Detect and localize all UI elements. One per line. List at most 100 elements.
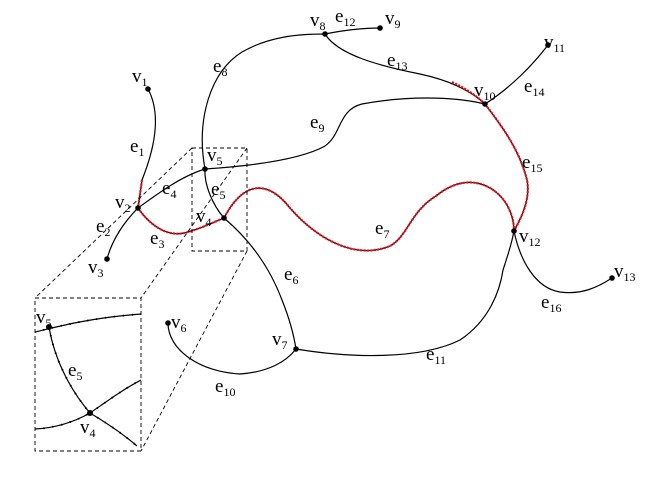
vertex-v6: [165, 320, 171, 326]
inset-sample-point: [96, 406, 99, 409]
inset-sample-point: [74, 392, 77, 395]
inset-sample-point: [69, 384, 72, 387]
zoom-box: [191, 147, 248, 252]
zoom-guide-bottom-right: [140, 250, 248, 452]
inset-sample-point: [104, 316, 107, 319]
inset-vertex-v5: [46, 324, 52, 330]
inset-sample-point: [65, 376, 68, 379]
label-e13: e13: [387, 50, 407, 73]
label-v11: v11: [544, 32, 565, 55]
inset-sample-point: [84, 407, 87, 410]
highlight-e15: [484, 103, 529, 232]
inset-sample-point: [104, 421, 107, 424]
edge-e14: [484, 44, 549, 105]
inset-sample-point: [51, 425, 54, 428]
inset-label-v5: v5: [36, 307, 52, 330]
vertex-v12: [511, 228, 517, 234]
label-v13: v13: [614, 261, 636, 284]
edge-e8: [201, 33, 326, 170]
inset-vertex-v4: [87, 410, 93, 416]
label-v7: v7: [272, 329, 288, 352]
inset-sample-point: [103, 401, 106, 404]
inset-sample-point: [118, 391, 121, 394]
edge-e12: [324, 27, 381, 35]
edge-e7: [223, 181, 515, 252]
label-e14: e14: [524, 76, 544, 99]
zoom-guide-top: [34, 147, 193, 299]
vertex-v9: [377, 25, 383, 31]
label-e11: e11: [426, 344, 446, 367]
vertex-v7: [293, 346, 299, 352]
label-v3: v3: [88, 257, 104, 280]
vertex-v10: [482, 101, 488, 107]
inset-sample-point: [57, 360, 60, 363]
vertex-v1: [145, 86, 151, 92]
inset-sample-point: [86, 319, 89, 322]
inset-sample-point: [119, 431, 122, 434]
label-e1: e1: [130, 136, 144, 159]
highlight-e7: [223, 181, 516, 252]
vertex-v2: [135, 205, 141, 211]
label-v4: v4: [196, 206, 212, 229]
label-e10: e10: [215, 376, 235, 399]
edge-e5: [204, 168, 225, 219]
edge-e9: [204, 97, 486, 170]
inset-sample-point: [111, 396, 114, 399]
inset-sample-point: [43, 427, 45, 430]
inset-sample-point: [60, 324, 63, 327]
label-e2: e2: [96, 216, 110, 239]
label-e5: e5: [211, 179, 225, 202]
edge-e11: [295, 230, 515, 357]
vertex-v4: [221, 215, 227, 221]
vertex-v5: [202, 166, 208, 172]
edge-labels: e1 e2 e3 e4 e5 e6 e7 e8 e9 e10 e11 e12 e…: [96, 6, 561, 399]
inset-sample-point: [126, 386, 129, 389]
inset-sample-point: [51, 326, 54, 329]
inset-sample-point: [113, 315, 116, 318]
inset-edge-e5: [48, 326, 91, 414]
inset-sample-point: [133, 442, 136, 445]
inset-sample-point: [111, 426, 114, 429]
vertex-v13: [609, 275, 615, 281]
inset-sample-point: [77, 321, 80, 324]
inset-sample-point: [54, 352, 57, 355]
label-v10: v10: [474, 80, 496, 103]
inset-sample-point: [42, 328, 45, 331]
inset-sample-points: [42, 313, 136, 445]
vertex-labels: v1 v2 v3 v4 v5 v6 v7 v8 v9 v10 v11 v12 v…: [88, 8, 636, 352]
edge-e1: [137, 88, 156, 209]
inset-sample-point: [69, 421, 72, 423]
highlight-e3: [137, 207, 225, 235]
vertex-v8: [322, 31, 328, 37]
inset-label-v4: v4: [80, 417, 96, 440]
inset-sample-point: [131, 313, 134, 316]
vertices: [104, 25, 615, 352]
inset-sample-point: [79, 399, 82, 402]
inset-sample-point: [134, 382, 136, 385]
edge-e4: [137, 168, 206, 209]
inset-sample-point: [126, 437, 129, 440]
inset-sample-point: [95, 318, 98, 321]
inset-sample-point: [60, 423, 63, 426]
label-v12: v12: [519, 226, 541, 249]
inset-sample-point: [96, 416, 99, 419]
inset-sample-point: [49, 334, 52, 337]
vertex-v11: [545, 42, 551, 48]
zoom-guide-top-right: [140, 147, 248, 299]
inset-frame: [34, 297, 142, 452]
highlighted-cycle: [136, 81, 529, 252]
label-v5: v5: [207, 145, 223, 168]
edge-e10: [167, 322, 297, 375]
label-e4: e4: [162, 178, 176, 201]
label-v6: v6: [171, 312, 187, 335]
label-v2: v2: [115, 192, 131, 215]
highlight-e13-segment: [451, 81, 486, 105]
label-v1: v1: [132, 66, 148, 89]
label-e7: e7: [375, 218, 389, 241]
inset-edge-e7: [89, 379, 142, 414]
inset-sample-point: [69, 322, 72, 325]
label-e6: e6: [284, 264, 298, 287]
edge-e16: [513, 230, 613, 294]
label-e9: e9: [310, 112, 324, 135]
